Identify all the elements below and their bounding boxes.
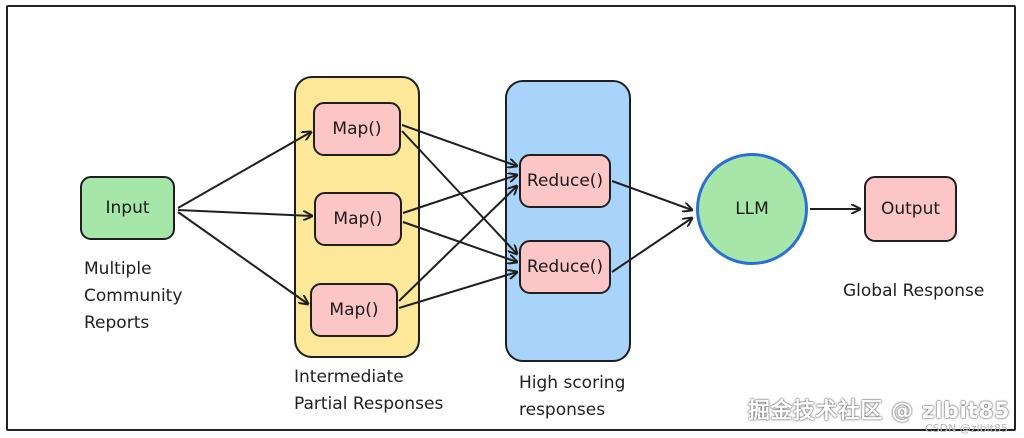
output-node: Output bbox=[864, 176, 957, 242]
output-caption: Global Response bbox=[843, 281, 985, 301]
map-1-to-reduce-1-arrow bbox=[401, 124, 517, 166]
reduce-group-caption-line-2: responses bbox=[519, 400, 606, 420]
input-caption-line-2: Community bbox=[84, 286, 183, 306]
input-node: Input bbox=[80, 176, 175, 240]
map-node-2: Map() bbox=[314, 192, 402, 246]
watermark: 掘金技术社区 @ zlbit85 bbox=[747, 399, 1010, 424]
map-1-to-reduce-2-arrow bbox=[401, 130, 517, 254]
map-3-to-reduce-2-arrow bbox=[398, 272, 517, 309]
input-caption-line-3: Reports bbox=[84, 313, 150, 333]
reduce-node-1: Reduce() bbox=[519, 154, 611, 208]
input-caption-line-1: Multiple bbox=[84, 259, 152, 279]
map-2-to-reduce-1-arrow bbox=[402, 175, 517, 214]
input-to-map-1-arrow bbox=[177, 132, 311, 209]
map-3-to-reduce-1-arrow bbox=[398, 186, 517, 302]
llm-node: LLM bbox=[696, 153, 808, 265]
map-node-1: Map() bbox=[313, 102, 401, 156]
input-caption: Multiple Community Reports bbox=[84, 256, 182, 337]
reduce-1-to-llm-arrow bbox=[611, 180, 692, 210]
reduce-group-caption-line-1: High scoring bbox=[519, 373, 626, 393]
map-group-caption-line-2: Partial Responses bbox=[294, 394, 444, 414]
reduce-node-2: Reduce() bbox=[519, 240, 611, 294]
input-to-map-2-arrow bbox=[177, 209, 312, 216]
diagram-frame bbox=[6, 5, 1016, 431]
map-group-caption: Intermediate Partial Responses bbox=[294, 364, 443, 418]
map-group-caption-line-1: Intermediate bbox=[294, 367, 404, 387]
reduce-group bbox=[505, 80, 631, 362]
watermark-small: CSDN @zlbit85 bbox=[924, 422, 1008, 435]
reduce-2-to-llm-arrow bbox=[611, 218, 692, 273]
map-node-3: Map() bbox=[310, 283, 398, 337]
reduce-group-caption: High scoring responses bbox=[519, 370, 625, 424]
input-to-map-3-arrow bbox=[177, 211, 308, 304]
